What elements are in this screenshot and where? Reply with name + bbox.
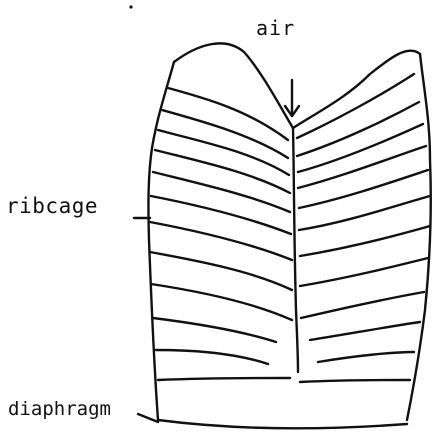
diaphragm-label: diaphragm	[8, 400, 111, 419]
air-label: air	[256, 18, 295, 38]
ribcage-label: ribcage	[6, 196, 98, 217]
diaphragm-leader	[138, 414, 158, 422]
stray-dot	[129, 5, 132, 8]
right-lobe-top-outline	[293, 51, 420, 128]
left-lobe-top-outline	[174, 43, 293, 128]
left-ribs	[150, 88, 292, 380]
left-side-wall	[148, 62, 174, 420]
right-side-wall	[407, 54, 431, 420]
air-arrow-icon	[285, 80, 299, 116]
diaphragm-line	[158, 420, 407, 428]
central-divide	[293, 128, 298, 372]
right-ribs	[297, 74, 430, 382]
